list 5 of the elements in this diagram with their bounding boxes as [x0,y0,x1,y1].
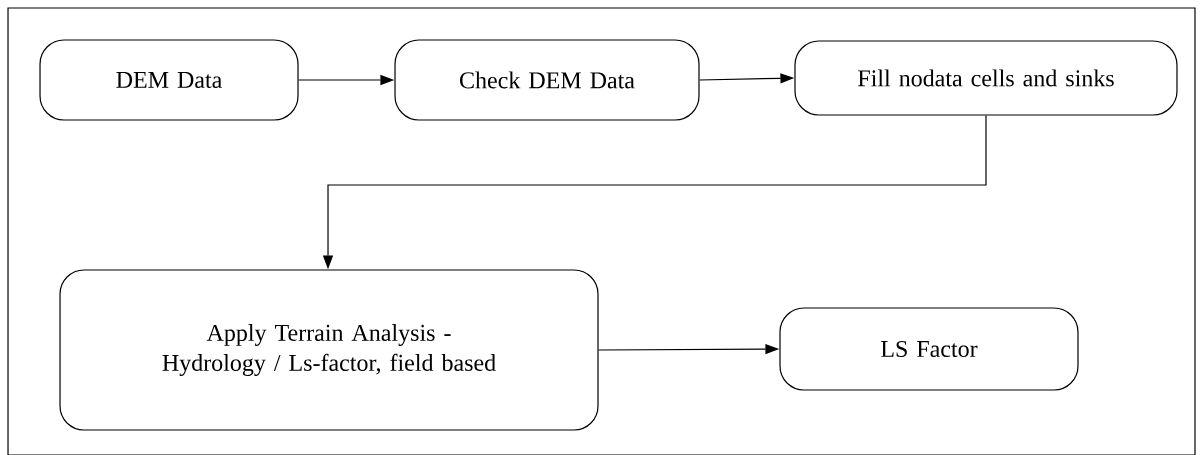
process-box: DEM Data [39,39,299,121]
process-box: Apply Terrain Analysis - Hydrology / Ls-factor, field based [59,269,599,431]
process-box: Fill nodata cells and sinks [794,40,1178,116]
process-box: LS Factor [779,307,1079,391]
process-box: Check DEM Data [394,39,700,121]
